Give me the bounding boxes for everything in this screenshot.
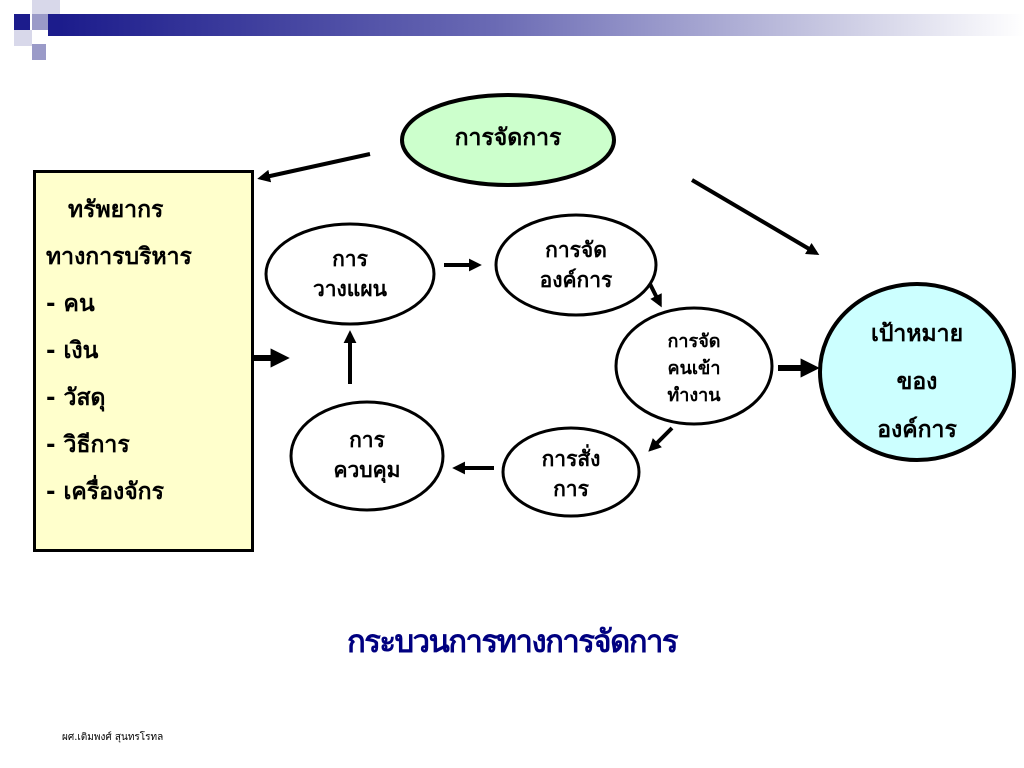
- organizing-line-1: การจัด: [545, 238, 607, 262]
- resources-item-machines: - เครื่องจักร: [46, 479, 164, 505]
- resources-heading-1: ทรัพยากร: [68, 197, 164, 223]
- header-square-mid-2: [14, 30, 32, 46]
- resources-item-methods: - วิธีการ: [46, 432, 130, 458]
- arrow-management-to-goal: [690, 178, 820, 255]
- arrow-management-to-resources: [257, 152, 371, 183]
- header-square-mid: [32, 14, 48, 30]
- organizing-ellipse: [494, 213, 658, 317]
- planning-line-2: วางแผน: [312, 277, 388, 301]
- arrow-organizing-to-staffing: [648, 283, 662, 308]
- controlling-line-1: การ: [349, 428, 385, 452]
- planning-ellipse: [264, 222, 436, 326]
- goal-label: เป้าหมาย ของ องค์การ: [820, 310, 1014, 454]
- goal-line-1: เป้าหมาย: [870, 321, 964, 347]
- controlling-line-2: ควบคุม: [333, 458, 401, 482]
- organizing-label: การจัด องค์การ: [496, 232, 656, 298]
- controlling-label: การ ควบคุม: [291, 422, 443, 488]
- resources-item-money: - เงิน: [46, 338, 99, 364]
- management-ellipse: [400, 93, 616, 187]
- organizing-line-2: องค์การ: [539, 268, 613, 292]
- header-square-dark: [14, 14, 30, 30]
- resources-item-materials: - วัสดุ: [46, 385, 106, 411]
- goal-line-3: องค์การ: [877, 417, 957, 443]
- directing-label: การสั่ง การ: [503, 444, 639, 504]
- directing-line-2: การ: [553, 477, 589, 501]
- directing-line-1: การสั่ง: [541, 447, 601, 471]
- arrow-staffing-to-directing: [648, 426, 674, 452]
- resources-heading-2: ทางการบริหาร: [46, 244, 192, 270]
- header-square-light: [32, 0, 60, 14]
- planning-line-1: การ: [332, 247, 368, 271]
- goal-line-2: ของ: [896, 369, 938, 395]
- controlling-ellipse: [289, 400, 445, 512]
- header-square-dark-2: [48, 14, 60, 36]
- resources-box: ทรัพยากร ทางการบริหาร - คน - เงิน - วัสด…: [33, 170, 254, 552]
- directing-ellipse: [501, 426, 641, 518]
- staffing-line-3: ทำงาน: [667, 384, 721, 406]
- management-label-text: การจัดการ: [454, 125, 562, 151]
- staffing-line-1: การจัด: [667, 330, 721, 352]
- staffing-ellipse: [614, 306, 774, 426]
- planning-label: การ วางแผน: [266, 240, 434, 308]
- slide-title: กระบวนการทางการจัดการ: [346, 624, 679, 660]
- header-gradient-bar: [60, 14, 1024, 36]
- management-label: การจัดการ: [402, 108, 614, 168]
- header-square-mid-3: [32, 44, 46, 60]
- staffing-line-2: คนเข้า: [667, 357, 721, 379]
- footer-author: ผศ.เติมพงศ์ สุนทรโรทล: [62, 732, 164, 743]
- resources-item-people: - คน: [46, 291, 95, 317]
- staffing-label: การจัด คนเข้า ทำงาน: [616, 326, 772, 410]
- goal-ellipse: [818, 282, 1016, 462]
